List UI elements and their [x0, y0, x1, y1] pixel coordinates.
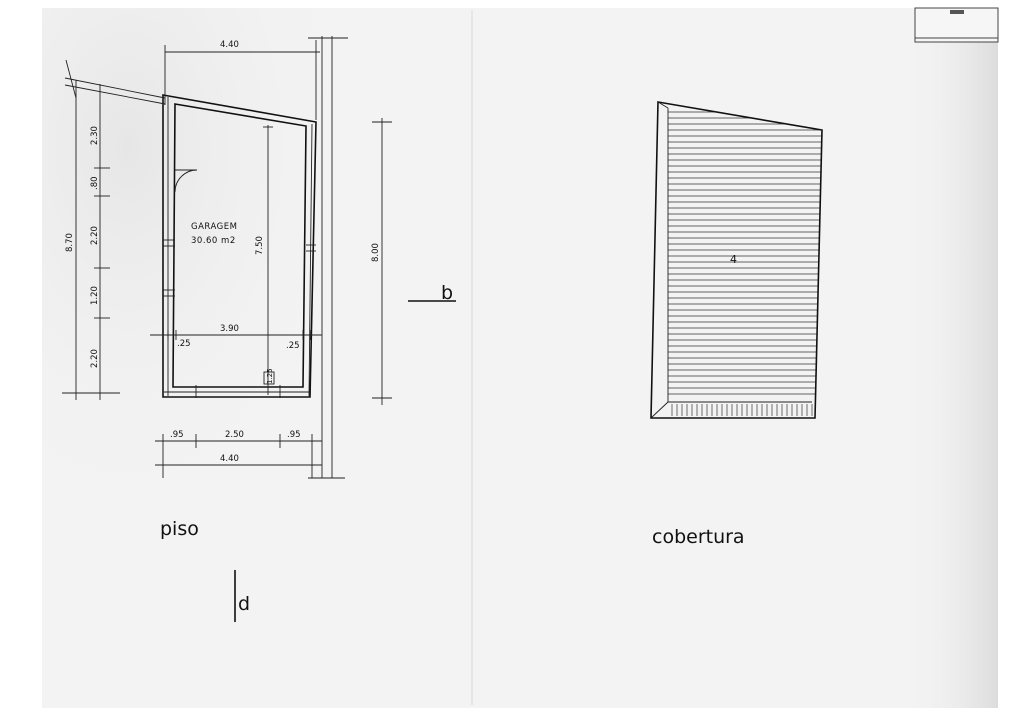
wall-core-right [308, 123, 313, 397]
dim-bottom-seg-2: 2.50 [225, 430, 244, 440]
plan-label: piso [160, 518, 199, 540]
dim-interior-height: 7.50 [255, 236, 265, 255]
paper-shadow-right [900, 8, 998, 708]
floor-plan: 4.40 4.40 2.50 .95 .95 3.90 .25 .25 7.50… [62, 36, 456, 622]
roof-edge-line [64, 77, 166, 99]
roof-outline [650, 101, 823, 419]
roof-corner-line [650, 401, 669, 419]
dim-top-width: 4.40 [220, 40, 239, 50]
roof-edge-line [64, 84, 166, 105]
title-block-stamp [914, 7, 999, 43]
dim-wall-left: .25 [177, 339, 191, 349]
dim-bottom-seg-3: .95 [287, 430, 301, 440]
dim-tick [65, 59, 77, 99]
paper-shadow-left [42, 8, 472, 708]
dim-bottom-seg-1: .95 [170, 430, 184, 440]
roof-plan: 4 cobertura [650, 101, 823, 548]
dim-left-seg-2: .80 [90, 176, 100, 190]
dim-bottom-width: 4.40 [220, 454, 239, 464]
dim-left-seg-5: 2.20 [90, 349, 100, 368]
small-detail-box [263, 371, 275, 385]
dim-left-seg-3: 2.20 [90, 226, 100, 245]
dim-wall-right: .25 [286, 341, 300, 351]
section-label-b: b [441, 282, 453, 304]
inner-wall [172, 103, 307, 388]
dim-left-seg-1: 2.30 [90, 126, 100, 145]
section-label-d: d [238, 593, 250, 615]
dim-right-total: 8.00 [371, 243, 381, 262]
dim-small-mark: 1.25 [266, 368, 274, 384]
dim-left-total: 8.70 [65, 233, 75, 252]
room-name: GARAGEM [191, 222, 237, 232]
roof-corner-line [657, 101, 669, 109]
room-area: 30.60 m2 [191, 236, 236, 246]
roof-label: cobertura [652, 526, 745, 548]
door-swing [174, 169, 198, 193]
roof-hatching [668, 111, 822, 416]
dim-left-seg-4: 1.20 [90, 286, 100, 305]
roof-slope-mark: 4 [730, 253, 737, 266]
dim-interior-width: 3.90 [220, 324, 239, 334]
